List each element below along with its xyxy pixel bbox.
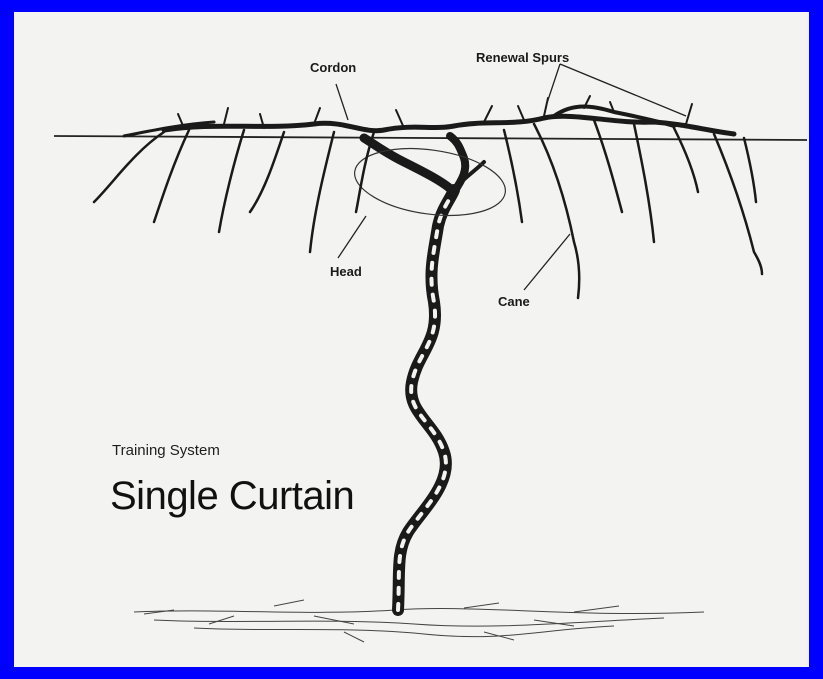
grapevine-illustration: [14, 12, 809, 667]
spurs-leader-1: [546, 64, 560, 106]
cordon-label: Cordon: [310, 60, 356, 75]
head-ellipse: [350, 140, 509, 225]
cane-leader: [524, 234, 570, 290]
leader-lines: [336, 64, 686, 290]
single-curtain-title: Single Curtain: [110, 474, 354, 519]
head-label: Head: [330, 264, 362, 279]
renewal-spurs-label: Renewal Spurs: [476, 50, 569, 65]
trellis-wire: [54, 136, 807, 140]
cordon-leader: [336, 84, 348, 120]
ground: [134, 600, 704, 642]
head-arms: [364, 136, 484, 192]
training-system-subtitle: Training System: [112, 442, 220, 459]
cordon: [124, 107, 734, 137]
renewal-spurs: [178, 96, 692, 128]
head-leader: [338, 216, 366, 258]
trunk: [398, 190, 454, 610]
illustration-panel: Cordon Renewal Spurs Head Cane Training …: [14, 12, 809, 667]
cane-label: Cane: [498, 294, 530, 309]
